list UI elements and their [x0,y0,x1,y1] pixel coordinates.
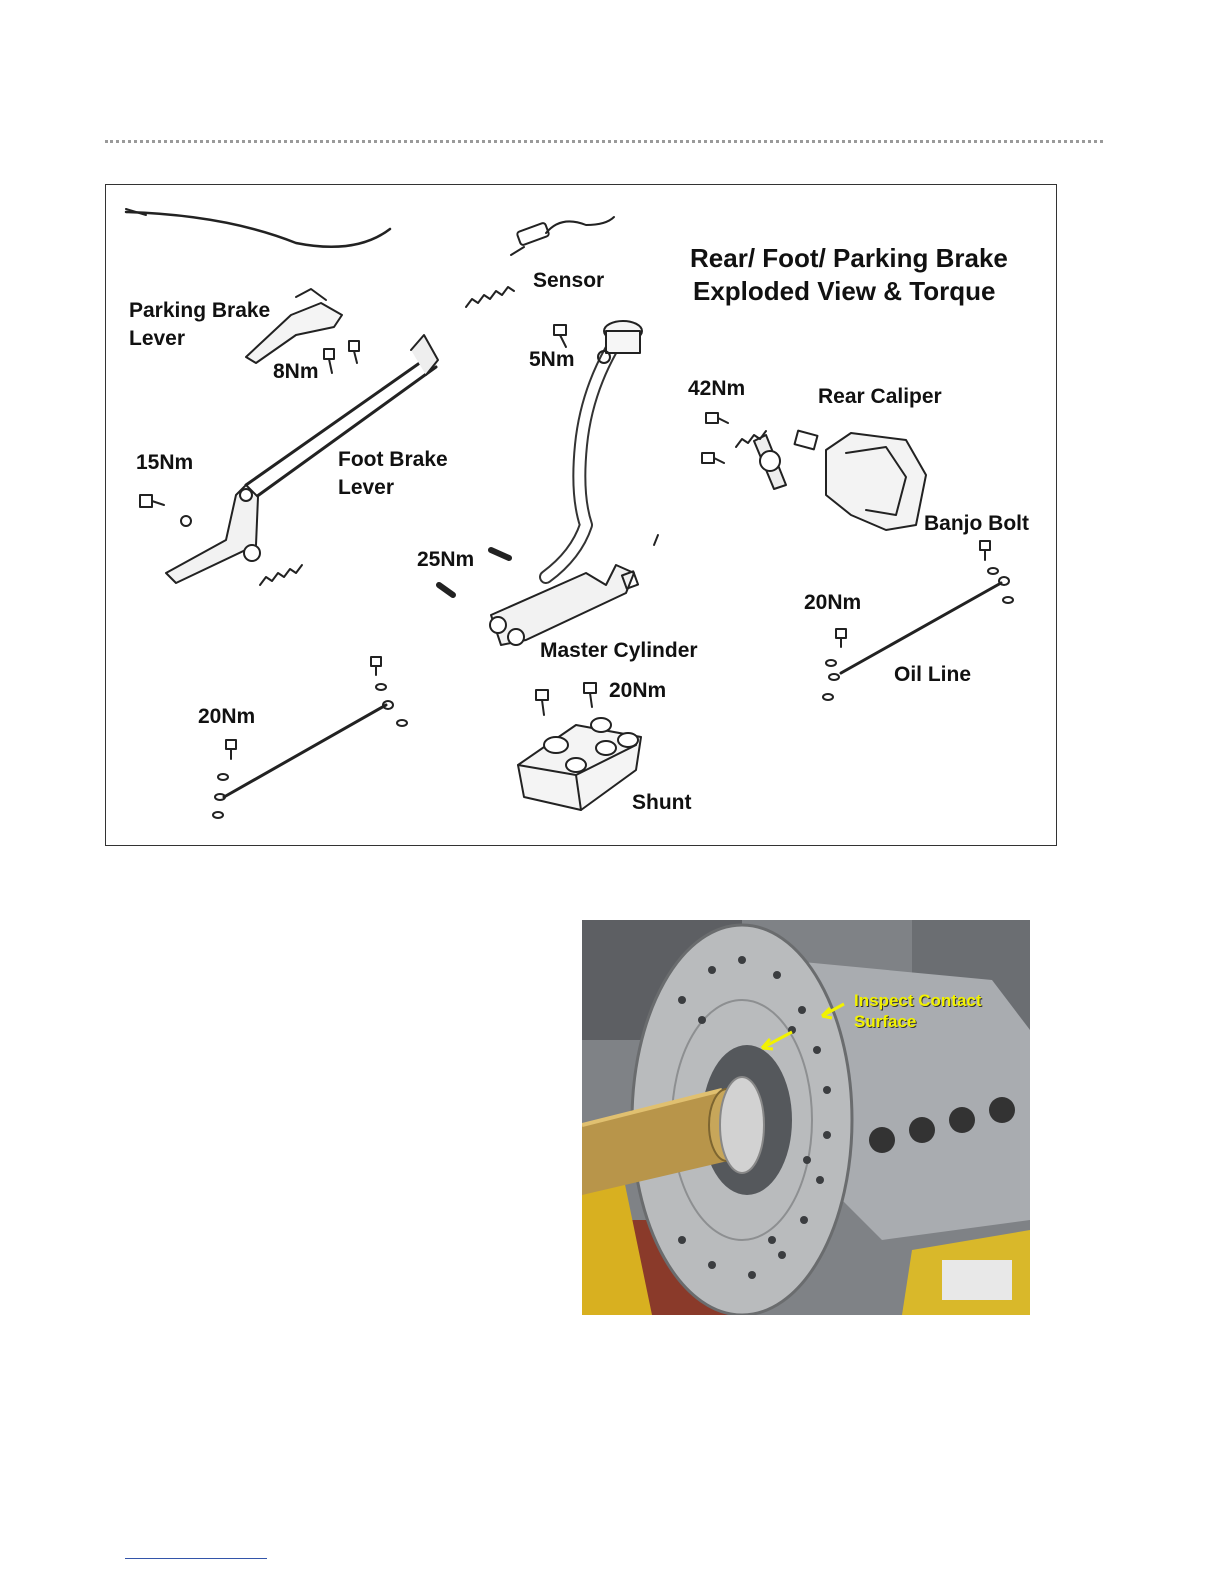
label-master-cylinder: Master Cylinder [540,637,698,665]
brake-disc-illustration [582,920,1030,1315]
label-foot-brake-lever-line2: Lever [338,474,394,502]
label-parking-brake-lever-line1: Parking Brake [129,297,270,325]
footer-rule [125,1558,267,1559]
label-rear-caliper: Rear Caliper [818,383,942,411]
label-sensor: Sensor [533,267,604,295]
label-foot-brake-lever-line1: Foot Brake [338,446,448,474]
label-torque-20nm-center: 20Nm [609,677,666,705]
photo-annotation-line2: Surface [854,1011,982,1032]
label-oil-line: Oil Line [894,661,971,689]
exploded-view-diagram: Rear/ Foot/ Parking Brake Exploded View … [105,184,1057,846]
label-banjo-bolt: Banjo Bolt [924,510,1029,538]
label-torque-8nm: 8Nm [273,358,319,386]
diagram-title-line1: Rear/ Foot/ Parking Brake [690,241,1008,275]
photo-annotation: Inspect Contact Surface [854,990,982,1032]
label-torque-15nm: 15Nm [136,449,193,477]
label-torque-20nm-left: 20Nm [198,703,255,731]
diagram-title-line2: Exploded View & Torque [693,274,995,308]
label-torque-25nm: 25Nm [417,546,474,574]
label-torque-5nm: 5Nm [529,346,575,374]
label-torque-20nm-right: 20Nm [804,589,861,617]
header-rule [105,140,1103,143]
label-parking-brake-lever-line2: Lever [129,325,185,353]
label-shunt: Shunt [632,789,691,817]
photo-annotation-line1: Inspect Contact [854,990,982,1011]
brake-disc-photo: Inspect Contact Surface [582,920,1030,1315]
label-torque-42nm: 42Nm [688,375,745,403]
